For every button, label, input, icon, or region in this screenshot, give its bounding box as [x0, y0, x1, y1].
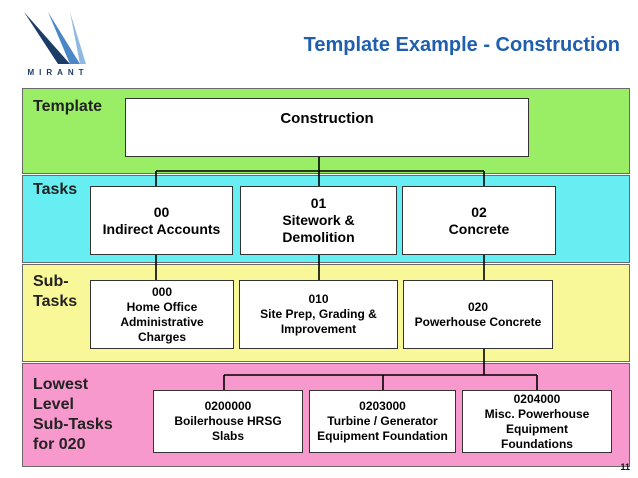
node-subtask-000: 000 Home Office Administrative Charges	[90, 280, 234, 349]
page-title: Template Example - Construction	[303, 34, 620, 56]
band-label-lowest: Lowest Level Sub-Tasks for 020	[33, 376, 113, 453]
node-lowest-0200000: 0200000 Boilerhouse HRSG Slabs	[153, 390, 303, 453]
node-task-02: 02 Concrete	[402, 186, 556, 255]
node-lowest-0204000: 0204000 Misc. Powerhouse Equipment Found…	[462, 390, 612, 453]
node-lowest-0203000-label: 0203000 Turbine / Generator Equipment Fo…	[317, 399, 448, 443]
node-task-00-label: 00 Indirect Accounts	[102, 203, 221, 237]
node-construction: Construction	[125, 98, 529, 157]
node-task-00: 00 Indirect Accounts	[90, 186, 233, 255]
node-subtask-020-label: 020 Powerhouse Concrete	[414, 299, 542, 329]
node-lowest-0203000: 0203000 Turbine / Generator Equipment Fo…	[309, 390, 456, 453]
slide-number: 11	[620, 462, 630, 472]
logo-wordmark: MIRANT	[27, 68, 89, 77]
node-subtask-000-label: 000 Home Office Administrative Charges	[120, 284, 204, 344]
node-construction-label: Construction	[280, 109, 374, 127]
band-label-tasks: Tasks	[33, 181, 78, 198]
mirant-logo-icon	[24, 12, 86, 64]
node-lowest-0204000-label: 0204000 Misc. Powerhouse Equipment Found…	[484, 391, 590, 451]
band-label-subtasks: Sub- Tasks	[33, 273, 78, 310]
node-task-02-label: 02 Concrete	[448, 203, 510, 237]
node-task-01-label: 01 Sitework & Demolition	[282, 195, 355, 245]
node-subtask-010: 010 Site Prep, Grading & Improvement	[239, 280, 398, 349]
band-label-template: Template	[33, 98, 103, 115]
node-task-01: 01 Sitework & Demolition	[240, 186, 397, 255]
node-subtask-010-label: 010 Site Prep, Grading & Improvement	[260, 292, 377, 336]
node-subtask-020: 020 Powerhouse Concrete	[403, 280, 553, 349]
node-lowest-0200000-label: 0200000 Boilerhouse HRSG Slabs	[174, 399, 282, 443]
